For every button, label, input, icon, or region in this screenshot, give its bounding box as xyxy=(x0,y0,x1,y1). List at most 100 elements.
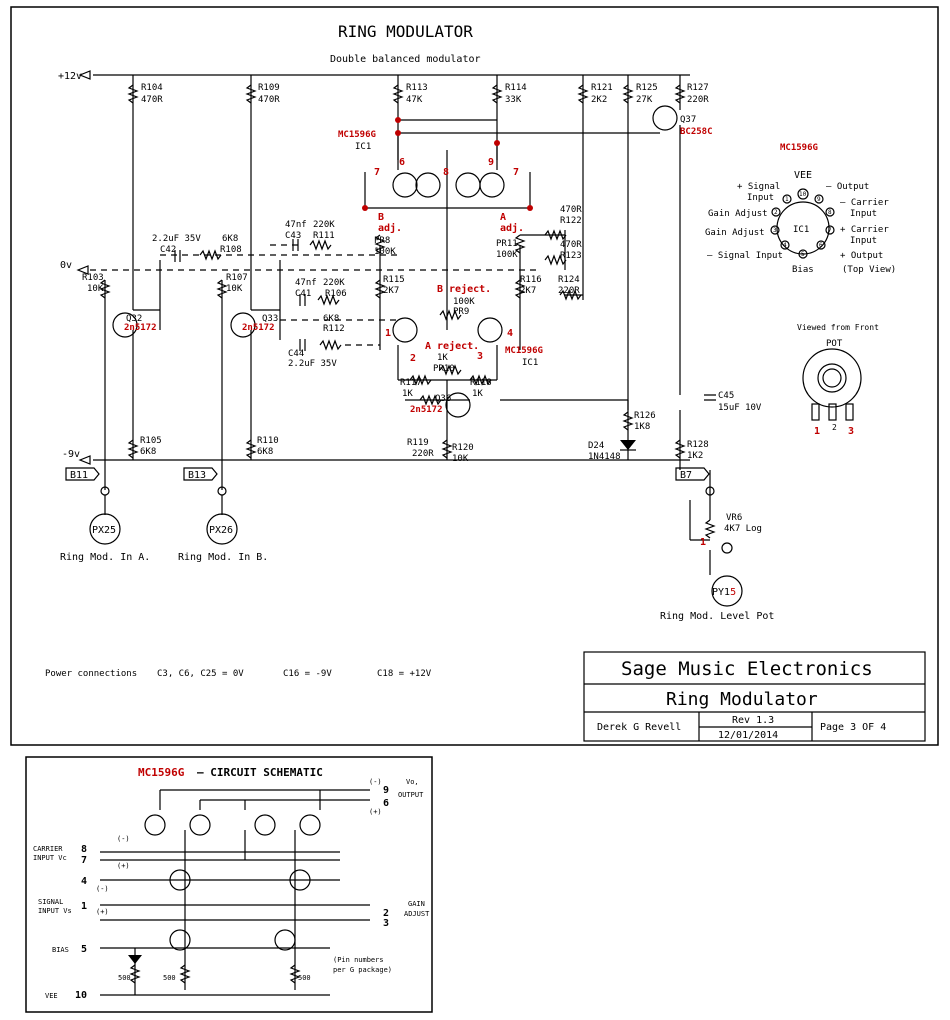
svg-text:47K: 47K xyxy=(406,95,423,105)
title-block: Sage Music Electronics Ring Modulator De… xyxy=(583,651,926,742)
svg-text:(-): (-) xyxy=(96,885,109,893)
svg-text:470R: 470R xyxy=(560,205,582,215)
main-sheet-border xyxy=(10,6,939,746)
svg-text:Gain Adjust: Gain Adjust xyxy=(705,228,765,238)
svg-text:INPUT Vs: INPUT Vs xyxy=(38,907,72,915)
svg-text:1K2: 1K2 xyxy=(687,451,703,461)
svg-text:1K: 1K xyxy=(402,389,413,399)
svg-text:10: 10 xyxy=(75,990,87,1001)
svg-text:220R: 220R xyxy=(687,95,709,105)
svg-text:C44: C44 xyxy=(288,349,304,359)
svg-text:+ Carrier: + Carrier xyxy=(840,225,889,235)
junction-dots xyxy=(362,117,533,211)
svg-text:2: 2 xyxy=(383,908,389,919)
svg-text:7: 7 xyxy=(513,167,519,178)
svg-text:PY15: PY15 xyxy=(712,587,736,598)
svg-text:27K: 27K xyxy=(636,95,653,105)
jack-px25[interactable]: PX25 Ring Mod. In A. xyxy=(60,486,150,563)
svg-text:500: 500 xyxy=(118,974,131,982)
svg-text:(+): (+) xyxy=(369,808,382,816)
svg-text:B11: B11 xyxy=(70,470,88,481)
svg-text:Bias: Bias xyxy=(792,265,814,275)
svg-text:10K: 10K xyxy=(226,284,243,294)
svg-text:2.2uF 35V: 2.2uF 35V xyxy=(152,234,201,244)
svg-text:C16 = -9V: C16 = -9V xyxy=(283,669,332,679)
svg-text:Input: Input xyxy=(850,209,877,219)
svg-text:R127: R127 xyxy=(687,83,709,93)
svg-text:(+): (+) xyxy=(117,862,130,870)
svg-text:BIAS: BIAS xyxy=(52,946,69,954)
svg-text:500: 500 xyxy=(163,974,176,982)
svg-text:6: 6 xyxy=(383,798,389,809)
svg-text:Q33: Q33 xyxy=(262,314,278,324)
svg-text:R116: R116 xyxy=(520,275,542,285)
page-number: Page 3 OF 4 xyxy=(820,722,886,733)
svg-text:(-): (-) xyxy=(369,778,382,786)
ic-pinout: MC1596G VEE IC1 + Signal Input Gain Adju… xyxy=(705,143,896,275)
svg-text:– Signal Input: – Signal Input xyxy=(707,251,783,261)
svg-text:R122: R122 xyxy=(560,216,582,226)
svg-text:4K7 Log: 4K7 Log xyxy=(724,524,762,534)
svg-text:4: 4 xyxy=(783,242,787,249)
svg-text:(-): (-) xyxy=(117,835,130,843)
svg-text:6K8: 6K8 xyxy=(222,234,238,244)
svg-text:10K: 10K xyxy=(87,284,104,294)
svg-text:PR11: PR11 xyxy=(496,239,518,249)
svg-text:A reject.: A reject. xyxy=(425,340,479,352)
svg-text:Input: Input xyxy=(747,193,774,203)
svg-text:VEE: VEE xyxy=(45,992,58,1000)
svg-text:8: 8 xyxy=(443,167,449,178)
jack-py15[interactable]: PY15 Ring Mod. Level Pot xyxy=(660,486,774,622)
connector-b11[interactable]: B11 xyxy=(65,467,100,481)
svg-text:R105: R105 xyxy=(140,436,162,446)
svg-text:R114: R114 xyxy=(505,83,527,93)
svg-text:7: 7 xyxy=(374,167,380,178)
svg-text:47nf: 47nf xyxy=(285,220,307,230)
svg-text:15uF 10V: 15uF 10V xyxy=(718,403,762,413)
svg-text:R118: R118 xyxy=(470,378,492,388)
svg-text:1N4148: 1N4148 xyxy=(588,452,621,462)
svg-text:2: 2 xyxy=(832,423,837,432)
svg-text:(Pin numbers: (Pin numbers xyxy=(333,956,384,964)
svg-text:R123: R123 xyxy=(560,251,582,261)
svg-text:R117: R117 xyxy=(400,378,422,388)
svg-text:220R: 220R xyxy=(412,449,434,459)
svg-text:R107: R107 xyxy=(226,273,248,283)
svg-text:1: 1 xyxy=(814,426,820,437)
svg-text:IC1: IC1 xyxy=(793,225,809,235)
date: 12/01/2014 xyxy=(718,730,778,741)
svg-text:2: 2 xyxy=(410,353,416,364)
connector-b7[interactable]: B7 xyxy=(675,467,710,481)
svg-text:470R: 470R xyxy=(560,240,582,250)
svg-text:6K8: 6K8 xyxy=(140,447,156,457)
svg-text:7: 7 xyxy=(828,227,832,234)
svg-text:1: 1 xyxy=(385,328,391,339)
rail-zero-label: 0v xyxy=(60,260,72,271)
svg-text:R128: R128 xyxy=(687,440,709,450)
svg-text:Input: Input xyxy=(850,236,877,246)
svg-text:R126: R126 xyxy=(634,411,656,421)
svg-text:PR9: PR9 xyxy=(453,307,469,317)
svg-text:MC1596G: MC1596G xyxy=(505,346,543,356)
svg-text:9: 9 xyxy=(488,157,494,168)
svg-text:3: 3 xyxy=(773,227,777,234)
minus9-rail: -9v xyxy=(62,449,690,465)
svg-text:5: 5 xyxy=(81,944,87,955)
svg-text:R108: R108 xyxy=(220,245,242,255)
svg-text:1: 1 xyxy=(785,196,789,203)
svg-text:D24: D24 xyxy=(588,441,604,451)
svg-text:PR10: PR10 xyxy=(433,364,455,374)
svg-text:GAIN: GAIN xyxy=(408,900,425,908)
jack-px26[interactable]: PX26 Ring Mod. In B. xyxy=(178,486,268,563)
svg-text:Q36: Q36 xyxy=(435,394,451,404)
plus12-rail: +12v xyxy=(58,70,690,82)
svg-text:10K: 10K xyxy=(452,454,469,464)
svg-text:33K: 33K xyxy=(505,95,522,105)
svg-text:220K: 220K xyxy=(313,220,335,230)
svg-text:R112: R112 xyxy=(323,324,345,334)
svg-text:4: 4 xyxy=(81,876,87,887)
svg-text:Vo,: Vo, xyxy=(406,778,419,786)
jack-py15-label: Ring Mod. Level Pot xyxy=(660,611,774,622)
connector-b13[interactable]: B13 xyxy=(183,467,218,481)
svg-text:Viewed from Front: Viewed from Front xyxy=(797,323,879,332)
